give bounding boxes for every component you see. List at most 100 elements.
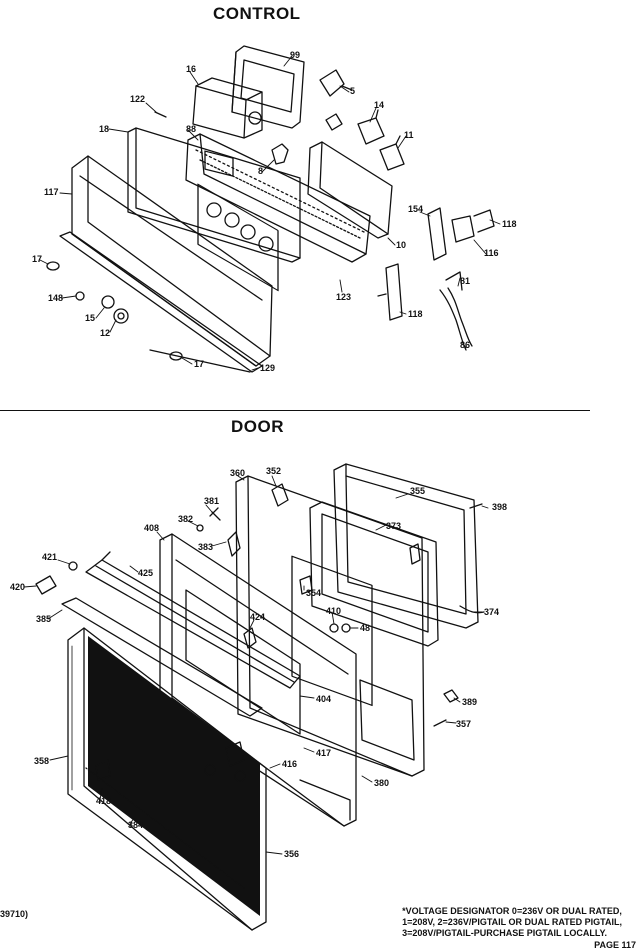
part-424-clip (243, 627, 257, 649)
callout-398: 398 (492, 502, 507, 512)
callout-355: 355 (410, 486, 425, 496)
part-17-button (46, 261, 60, 271)
part-383-hinge (227, 531, 241, 557)
part-389-bumper (443, 689, 459, 703)
callout-357: 357 (456, 719, 471, 729)
control-assembly (46, 45, 495, 373)
callout-86: 86 (460, 340, 470, 350)
callout-408: 408 (144, 523, 159, 533)
part-154-terminal-block (427, 207, 447, 261)
callout-99: 99 (290, 50, 300, 60)
section-divider (0, 410, 590, 411)
part-48-nut (341, 623, 351, 633)
part-384-roller (204, 764, 216, 776)
part-148-clip (75, 291, 85, 301)
door-assembly (35, 463, 485, 931)
callout-418: 418 (96, 796, 111, 806)
callout-129: 129 (260, 363, 275, 373)
part-99-bracket (231, 45, 305, 129)
part-417-hinge (225, 741, 245, 767)
callout-8: 8 (258, 166, 263, 176)
control-panel-openings (206, 202, 274, 252)
callout-389: 389 (462, 697, 477, 707)
part-10-bracket (307, 141, 393, 239)
callout-15: 15 (85, 313, 95, 323)
callout-352: 352 (266, 466, 281, 476)
door-section-title: DOOR (231, 417, 284, 436)
callout-424: 424 (250, 612, 265, 622)
door-bottom-vent (85, 767, 245, 889)
part-418-clip (95, 759, 111, 781)
callout-404: 404 (316, 694, 331, 704)
part-360-inner-liner (235, 475, 425, 821)
callout-12: 12 (100, 328, 110, 338)
part-17-button-lower (169, 351, 183, 361)
part-382-washer (196, 524, 204, 532)
partial-drawing-id: 39710) (0, 909, 29, 919)
part-14-switch (357, 109, 385, 145)
part-416-roller (234, 770, 246, 782)
callout-118-upper: 118 (502, 219, 517, 229)
callout-374: 374 (484, 607, 499, 617)
part-352-clip (271, 483, 289, 507)
callout-148: 148 (48, 293, 63, 303)
part-11-switch (379, 135, 405, 171)
part-12-knob (113, 308, 129, 324)
callout-354: 354 (306, 588, 321, 598)
callout-5: 5 (350, 86, 355, 96)
callout-425: 425 (138, 568, 153, 578)
callout-417: 417 (316, 748, 331, 758)
part-420-bolt (35, 575, 57, 595)
callout-leaders (23, 55, 501, 855)
callout-373: 373 (386, 521, 401, 531)
part-355-door-gasket-frame (333, 463, 479, 629)
callout-118-lower: 118 (408, 309, 423, 319)
voltage-note-line-3: 3=208V/PIGTAIL-PURCHASE PIGTAIL LOCALLY. (402, 928, 608, 938)
part-373-window (309, 501, 439, 647)
part-118-bracket (377, 263, 403, 321)
callout-384: 384 (128, 820, 143, 830)
callout-88: 88 (186, 124, 196, 134)
part-385-door-trim (61, 597, 263, 717)
page-number: PAGE 117 (594, 940, 636, 950)
voltage-designator-note: *VOLTAGE DESIGNATOR 0=236V OR DUAL RATED… (402, 906, 622, 939)
part-5-fasteners (319, 69, 353, 131)
part-358-outer-door-glass (67, 627, 267, 931)
part-398-screw (469, 503, 483, 509)
door-glass-dark-pane (88, 636, 260, 916)
control-section-title: CONTROL (213, 4, 301, 23)
callout-381: 381 (204, 496, 219, 506)
callout-81: 81 (460, 276, 470, 286)
callout-360: 360 (230, 468, 245, 478)
part-16-timer (192, 77, 263, 177)
part-88-switch-board (185, 133, 371, 263)
callout-358: 358 (34, 756, 49, 766)
callout-122: 122 (130, 94, 145, 104)
part-15-knob (101, 295, 115, 309)
callout-421: 421 (42, 552, 57, 562)
callout-410: 410 (326, 606, 341, 616)
part-357-screw (433, 719, 447, 727)
part-116-terminal (451, 209, 495, 243)
part-410-hinge-pin (329, 623, 339, 633)
callout-420: 420 (10, 582, 25, 592)
callout-10: 10 (396, 240, 406, 250)
callout-123: 123 (336, 292, 351, 302)
callout-17: 17 (32, 254, 42, 264)
voltage-note-line-2: 1=208V, 2=236V/PIGTAIL OR DUAL RATED PIG… (402, 917, 622, 927)
callout-416: 416 (282, 759, 297, 769)
callout-11: 11 (404, 130, 414, 140)
callout-116: 116 (484, 248, 499, 258)
callout-382: 382 (178, 514, 193, 524)
callout-356: 356 (284, 849, 299, 859)
callout-17-lower: 17 (194, 359, 204, 369)
part-129-trim (59, 231, 263, 373)
part-421-nut (68, 561, 78, 571)
part-425-door-handle (85, 551, 301, 689)
part-8-knob (271, 143, 289, 165)
callout-385: 385 (36, 614, 51, 624)
callout-16: 16 (186, 64, 196, 74)
callout-117: 117 (44, 187, 59, 197)
callout-14: 14 (374, 100, 384, 110)
callout-380: 380 (374, 778, 389, 788)
